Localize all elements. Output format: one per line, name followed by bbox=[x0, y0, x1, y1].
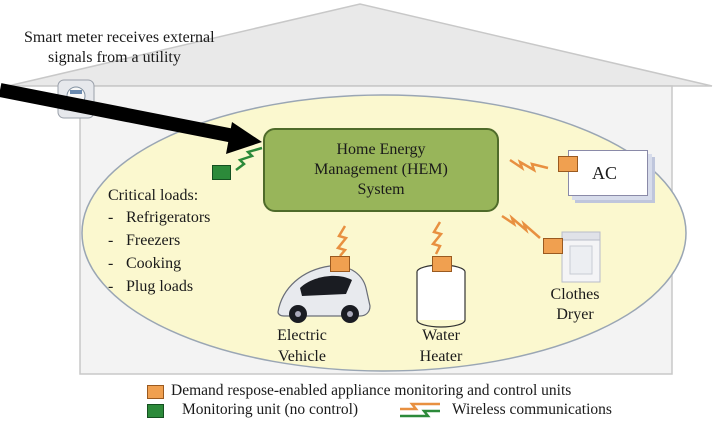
dryer-control-unit-icon bbox=[543, 238, 563, 254]
hem-line1: Home Energy bbox=[336, 141, 426, 158]
water-heater-label-line2: Heater bbox=[419, 348, 463, 365]
list-item-label: Cooking bbox=[126, 255, 182, 272]
hem-system-box bbox=[263, 128, 499, 212]
list-bullet: - bbox=[108, 278, 114, 295]
ac-control-unit-icon bbox=[558, 156, 578, 172]
water-heater-control-unit-icon bbox=[432, 256, 452, 272]
monitoring-unit-icon bbox=[212, 165, 231, 180]
legend-wireless-green bbox=[400, 409, 440, 418]
meter-caption-line2: signals from a utility bbox=[48, 49, 181, 66]
ev-label-line1: Electric bbox=[277, 327, 327, 344]
dryer-label-line2: Dryer bbox=[556, 306, 594, 323]
ev-control-unit-icon bbox=[330, 256, 350, 272]
list-item: -Cooking bbox=[108, 254, 181, 273]
legend-wireless: Wireless communications bbox=[452, 401, 612, 418]
hem-line3: System bbox=[357, 181, 405, 198]
list-item-label: Freezers bbox=[126, 232, 181, 249]
legend-monitoring-unit-icon bbox=[147, 404, 164, 418]
wireless-link-water-heater bbox=[430, 221, 444, 255]
list-bullet: - bbox=[108, 232, 114, 249]
critical-loads-heading: Critical loads: bbox=[108, 187, 199, 204]
water-heater-icon bbox=[416, 264, 466, 328]
wireless-link-green bbox=[235, 146, 263, 171]
list-item: -Refrigerators bbox=[108, 208, 210, 227]
wireless-link-dryer bbox=[501, 214, 541, 239]
legend-wireless-orange bbox=[400, 402, 440, 411]
list-bullet: - bbox=[108, 255, 114, 272]
legend-demand-response: Demand respose-enabled appliance monitor… bbox=[171, 382, 572, 399]
list-item-label: Refrigerators bbox=[126, 209, 211, 226]
water-heater-label-line1: Water bbox=[422, 327, 460, 344]
meter-caption-line1: Smart meter receives external bbox=[24, 29, 215, 46]
electric-vehicle-icon bbox=[277, 265, 371, 323]
clothes-dryer-icon bbox=[561, 231, 601, 283]
list-bullet: - bbox=[108, 209, 114, 226]
list-item: -Freezers bbox=[108, 231, 180, 250]
ev-label-line2: Vehicle bbox=[278, 348, 326, 365]
wireless-link-ac bbox=[509, 158, 549, 173]
ac-unit-box bbox=[568, 150, 648, 196]
dryer-label-line1: Clothes bbox=[550, 286, 600, 303]
legend-control-unit-icon bbox=[147, 385, 164, 399]
hem-system-label: Home Energy Management (HEM) System bbox=[263, 140, 499, 200]
list-item-label: Plug loads bbox=[126, 278, 194, 295]
legend-monitoring: Monitoring unit (no control) bbox=[182, 401, 359, 418]
ac-label: AC bbox=[592, 163, 618, 183]
utility-signal-arrow bbox=[0, 83, 262, 154]
wireless-link-ev bbox=[335, 225, 349, 257]
list-item: -Plug loads bbox=[108, 277, 193, 296]
hem-line2: Management (HEM) bbox=[314, 161, 448, 178]
